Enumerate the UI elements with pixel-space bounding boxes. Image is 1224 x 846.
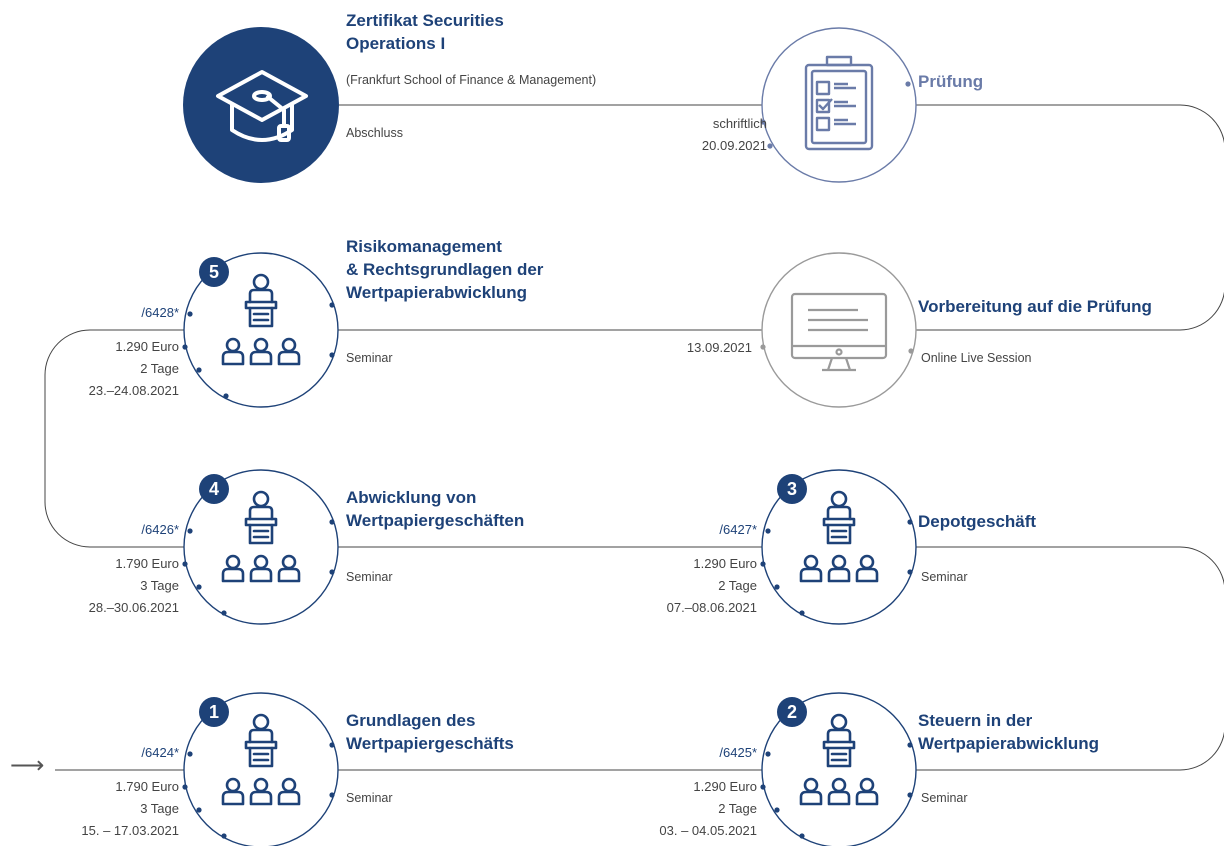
module-2-title-line1: Steuern in der	[918, 711, 1033, 730]
module-1-title: Grundlagen des Wertpapiergeschäfts	[346, 709, 514, 755]
module-4-title: Abwicklung von Wertpapiergeschäften	[346, 486, 524, 532]
module-1-kind: Seminar	[346, 791, 393, 805]
connector-dots	[182, 81, 914, 839]
module-2-code: /6425*	[719, 745, 757, 760]
module-2-duration: 2 Tage	[718, 801, 757, 816]
module-5-price: 1.290 Euro	[115, 339, 179, 354]
checklist-clipboard-icon	[804, 55, 874, 151]
module-5-details: 1.290 Euro 2 Tage 23.–24.08.2021	[89, 336, 179, 402]
certificate-title: Zertifikat Securities Operations I	[346, 9, 504, 55]
module-4-date: 28.–30.06.2021	[88, 600, 179, 615]
module-3-title: Depotgeschäft	[918, 512, 1037, 531]
module-5-circle	[183, 252, 339, 408]
module-4-circle	[183, 469, 339, 625]
module-1-title-line2: Wertpapiergeschäfts	[346, 734, 514, 753]
module-1-code: /6424*	[141, 745, 179, 760]
start-arrow-icon: ⟶	[10, 752, 45, 779]
module-3-price: 1.290 Euro	[693, 556, 757, 571]
module-4-title-line2: Wertpapiergeschäften	[346, 511, 525, 530]
module-1-badge: 1	[199, 697, 229, 727]
exam-details: schriftlich 20.09.2021	[702, 113, 767, 157]
module-4-badge: 4	[199, 474, 229, 504]
module-5-title-line3: Wertpapierabwicklung	[346, 283, 528, 302]
module-3-duration: 2 Tage	[718, 578, 757, 593]
graduation-cap-icon	[216, 70, 308, 142]
module-2-details: 1.290 Euro 2 Tage 03. – 04.05.2021	[659, 776, 757, 842]
module-1-date: 15. – 17.03.2021	[81, 823, 179, 838]
module-4-duration: 3 Tage	[140, 578, 179, 593]
path-connector	[44, 104, 1224, 771]
module-5-code: /6428*	[141, 305, 179, 320]
module-2-kind: Seminar	[921, 791, 968, 805]
monitor-icon	[790, 292, 888, 372]
module-1-duration: 3 Tage	[140, 801, 179, 816]
certificate-kind: Abschluss	[346, 126, 403, 140]
module-4-price: 1.790 Euro	[115, 556, 179, 571]
exam-date: 20.09.2021	[701, 138, 767, 153]
module-5-title: Risikomanagement & Rechtsgrundlagen der …	[346, 235, 543, 304]
module-1-price: 1.790 Euro	[115, 779, 179, 794]
module-5-date: 23.–24.08.2021	[88, 383, 179, 398]
module-4-code: /6426*	[141, 522, 179, 537]
module-3-details: 1.290 Euro 2 Tage 07.–08.06.2021	[667, 553, 757, 619]
exam-mode: schriftlich	[712, 116, 767, 131]
module-3-circle	[761, 469, 917, 625]
module-2-badge: 2	[777, 697, 807, 727]
module-1-circle	[183, 692, 339, 846]
module-1-details: 1.790 Euro 3 Tage 15. – 17.03.2021	[81, 776, 179, 842]
module-3-badge: 3	[777, 474, 807, 504]
module-5-badge: 5	[199, 257, 229, 287]
prep-date: 13.09.2021	[686, 340, 752, 355]
module-2-circle	[761, 692, 917, 846]
seminar-icons	[221, 273, 879, 806]
certificate-title-line2: Operations I	[346, 34, 446, 53]
module-4-details: 1.790 Euro 3 Tage 28.–30.06.2021	[89, 553, 179, 619]
certificate-title-line1: Zertifikat Securities	[346, 11, 504, 30]
exam-title: Prüfung	[918, 72, 984, 91]
module-5-title-line2: & Rechtsgrundlagen der	[346, 260, 544, 279]
certificate-circle	[183, 27, 339, 183]
seminar-speaker-audience-icon	[221, 273, 301, 366]
module-1-title-line1: Grundlagen des	[346, 711, 476, 730]
module-3-code: /6427*	[719, 522, 757, 537]
module-5-duration: 2 Tage	[140, 361, 179, 376]
module-3-kind: Seminar	[921, 570, 968, 584]
module-4-title-line1: Abwicklung von	[346, 488, 477, 507]
module-5-kind: Seminar	[346, 351, 393, 365]
module-2-price: 1.290 Euro	[693, 779, 757, 794]
prep-title: Vorbereitung auf die Prüfung	[918, 297, 1152, 316]
module-2-title-line2: Wertpapierabwicklung	[918, 734, 1100, 753]
module-4-kind: Seminar	[346, 570, 393, 584]
prep-kind: Online Live Session	[921, 351, 1032, 365]
certificate-institution: (Frankfurt School of Finance & Managemen…	[346, 73, 597, 87]
module-2-date: 03. – 04.05.2021	[659, 823, 757, 838]
module-5-title-line1: Risikomanagement	[346, 237, 502, 256]
module-3-date: 07.–08.06.2021	[666, 600, 757, 615]
module-2-title: Steuern in der Wertpapierabwicklung	[918, 709, 1099, 755]
